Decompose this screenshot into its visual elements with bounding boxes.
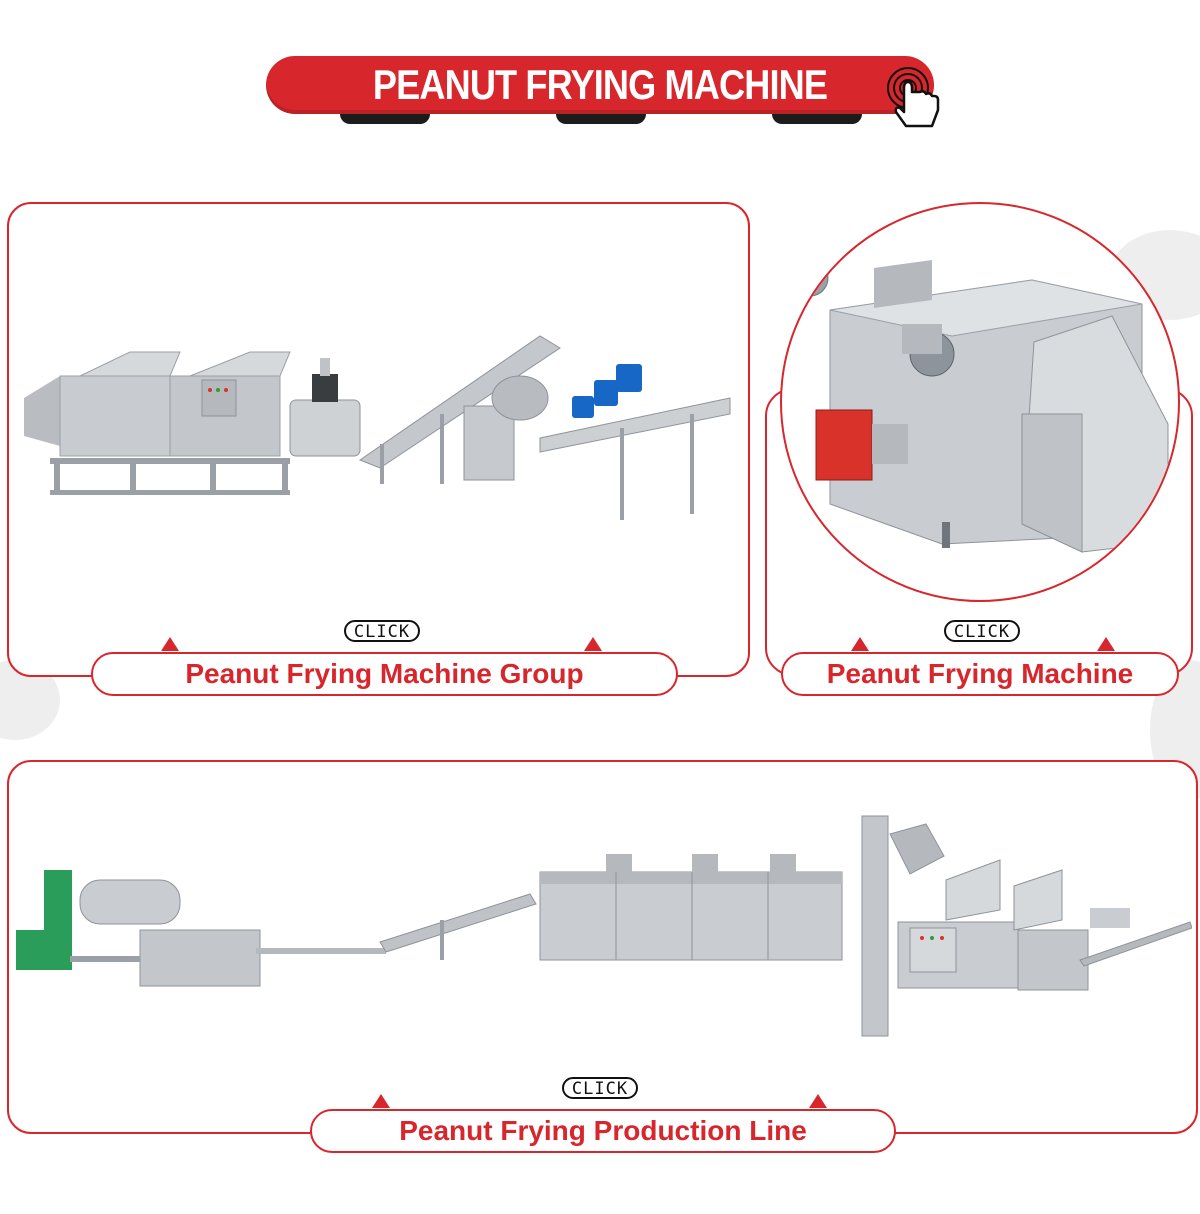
banner-shadow	[772, 114, 862, 124]
card-label[interactable]: Peanut Frying Production Line	[310, 1109, 896, 1153]
pointer-triangle	[584, 637, 602, 651]
title-banner	[266, 56, 934, 114]
pointer-triangle	[809, 1094, 827, 1108]
pointer-triangle	[1097, 637, 1115, 651]
pointer-triangle	[851, 637, 869, 651]
machine-group-photo	[24, 335, 731, 520]
click-button[interactable]: CLICK	[944, 620, 1020, 642]
pointer-triangle	[372, 1094, 390, 1108]
pointer-triangle	[161, 637, 179, 651]
tap-hand-icon	[887, 67, 940, 128]
card-label[interactable]: Peanut Frying Machine Group	[91, 652, 678, 696]
frying-machine-photo	[791, 259, 1169, 553]
machine-photo-frame	[780, 202, 1180, 602]
production-line-photo	[16, 815, 1192, 1037]
click-button[interactable]: CLICK	[344, 620, 420, 642]
page-title: PEANUT FRYING MACHINE	[372, 61, 828, 108]
banner-shadow	[556, 114, 646, 124]
click-button[interactable]: CLICK	[562, 1077, 638, 1099]
banner-shadow	[340, 114, 430, 124]
card-label[interactable]: Peanut Frying Machine	[781, 652, 1179, 696]
